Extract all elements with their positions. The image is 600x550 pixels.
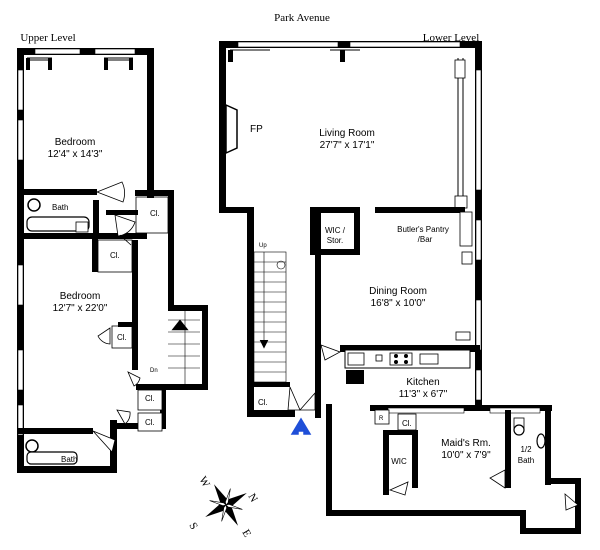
bedroom2-size: 12'7" x 22'0"	[53, 303, 108, 314]
upper-level-label: Upper Level	[20, 32, 75, 44]
closet-b-label: Cl.	[110, 251, 120, 260]
service-east-wall	[575, 478, 581, 534]
upper-east-wall-top	[147, 48, 154, 198]
bath-bedroom2-wall	[17, 233, 147, 239]
closet-g-box	[374, 409, 390, 425]
upper-stair-top-wall	[168, 305, 208, 311]
service-west-wall	[326, 404, 332, 516]
dining-room-name: Dining Room	[369, 286, 427, 297]
closet-d-label: Cl.	[145, 394, 155, 403]
lower-stair	[253, 251, 287, 383]
fireplace	[225, 103, 238, 155]
upper-level-plan	[17, 48, 208, 473]
closet-e-label: Cl.	[145, 418, 155, 427]
bedroom2-name: Bedroom	[60, 291, 101, 302]
living-south-wall-left	[219, 207, 254, 213]
wic-stor-line1: WIC /	[325, 226, 346, 235]
living-west-wall	[219, 41, 226, 213]
bath2-door	[92, 430, 116, 453]
fireplace-label: FP	[250, 124, 263, 135]
wic-label: WIC	[391, 457, 407, 466]
stair-landing-wall	[250, 382, 290, 387]
closet-c-wall	[118, 322, 132, 327]
compass-west: W	[196, 475, 212, 491]
service-bottom-wall	[520, 528, 580, 534]
street-label: Park Avenue	[274, 12, 330, 24]
bath1-label: Bath	[52, 203, 68, 212]
compass-north: N	[245, 492, 259, 505]
upper-lower-step-wall	[160, 384, 166, 429]
bedroom1-size: 12'4" x 14'3"	[48, 149, 103, 160]
butler-north-wall	[375, 207, 465, 213]
hall-south-wall	[247, 410, 295, 417]
wic2-top-wall	[383, 430, 418, 435]
closet-c-door	[97, 327, 111, 345]
upper-step-wall-1	[135, 190, 172, 196]
down-label: Dn	[150, 368, 158, 374]
maids-room-name: Maid's Rm.	[441, 438, 491, 449]
maids-room-size: 10'0" x 7'9"	[441, 450, 491, 461]
upper-stair-east-wall	[202, 305, 208, 390]
service-step-wall	[520, 510, 526, 534]
maid-east-wall	[505, 410, 511, 488]
stair-up-label: Up	[259, 243, 267, 249]
sink	[419, 353, 439, 365]
hall-east-wall	[315, 213, 321, 393]
closet-f-label: Cl.	[258, 398, 268, 407]
compass-south: S	[186, 521, 199, 532]
closet-d-wall	[136, 384, 166, 390]
hall-closet-door	[287, 386, 301, 411]
wic2-east-wall	[412, 430, 418, 488]
refrigerator-label: R	[379, 416, 384, 422]
bedroom1-door	[95, 181, 125, 203]
lower-level-plan	[219, 41, 581, 534]
upper-step-wall-2	[168, 190, 174, 310]
bath3-south-step	[545, 478, 581, 484]
wic-south-wall	[310, 249, 358, 255]
compass-rose-icon	[205, 484, 247, 526]
living-room-size: 27'7" x 17'1"	[320, 140, 375, 151]
upper-stair-bottom-wall	[160, 384, 208, 390]
wic2-west-wall	[383, 430, 389, 495]
butlers-pantry-line2: /Bar	[418, 235, 433, 244]
living-room-name: Living Room	[319, 128, 375, 139]
bath-east-wall	[93, 200, 99, 238]
kitchen-west-wall	[315, 388, 321, 418]
refrigerator	[346, 370, 364, 384]
closet-wall-1	[106, 210, 138, 215]
bedroom1-name: Bedroom	[55, 137, 96, 148]
upper-hall-wall	[132, 240, 138, 370]
closet-c-label: Cl.	[117, 333, 127, 342]
closet-wall-2	[92, 237, 98, 272]
upper-south-wall	[17, 466, 117, 473]
wic-east-wall	[354, 207, 360, 255]
wic-west-wall	[310, 207, 316, 255]
upper-stair	[168, 310, 200, 384]
closet-g-label: Cl.	[402, 419, 412, 428]
bedroom1-bath-wall	[17, 189, 97, 195]
upper-north-wall	[17, 48, 154, 55]
bath3-east-wall	[545, 410, 551, 485]
entry-arrow-icon	[290, 417, 312, 435]
kitchen-size: 11'3" x 6'7"	[399, 389, 448, 400]
closet-a-label: Cl.	[150, 209, 160, 218]
service-south-wall	[326, 510, 526, 516]
bath2-label: Bath	[61, 455, 77, 464]
hall-west-wall	[247, 207, 254, 417]
kitchen-name: Kitchen	[406, 377, 439, 388]
living-south-wall-mid	[310, 207, 360, 213]
closet-door-1	[114, 214, 136, 237]
butlers-pantry-line1: Butler's Pantry	[397, 225, 449, 234]
upper-west-wall	[17, 48, 24, 472]
compass-east: E	[239, 528, 253, 540]
dining-room-size: 16'8" x 10'0"	[371, 298, 426, 309]
bath2-top-wall	[17, 428, 93, 434]
wic-stor-line2: Stor.	[327, 236, 343, 245]
range	[389, 352, 413, 366]
half-bath-line1: 1/2	[520, 445, 532, 454]
half-bath-line2: Bath	[518, 456, 534, 465]
kitchen-north-wall	[340, 345, 480, 352]
